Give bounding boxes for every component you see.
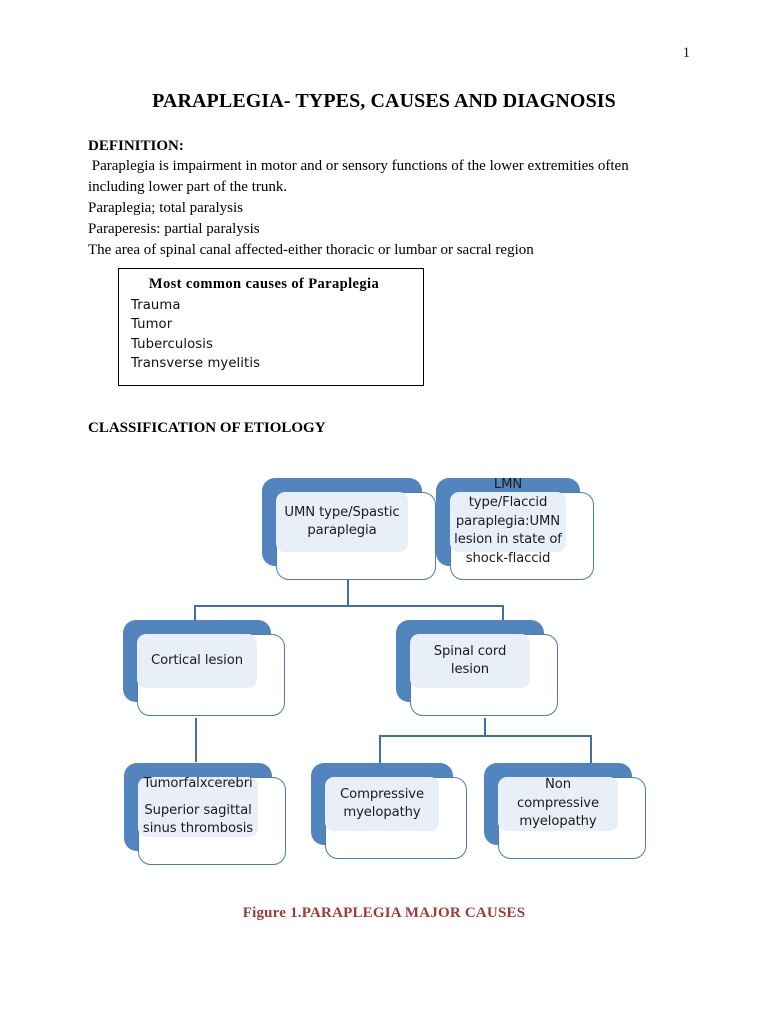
node-spinal-cord-lesion[interactable]: Spinal cord lesion [396,620,558,716]
connector-cortical-to-tumor [195,718,197,762]
definition-line-5: The area of spinal canal affected-either… [88,242,534,258]
paraplegia-flow-diagram: UMN type/Spastic paraplegia LMN type/Fla… [0,460,768,880]
connector-spinal-stem [484,718,486,736]
definition-line-4: Paraperesis: partial paralysis [88,221,260,237]
definition-line-3: Paraplegia; total paralysis [88,200,243,216]
node-label: UMN type/Spastic paraplegia [284,504,400,539]
node-lmn-type[interactable]: LMN type/Flaccid paraplegia:UMN lesion i… [436,477,594,580]
node-inner-panel: Cortical lesion [137,634,257,688]
node-label-secondary: Superior sagittal sinus thrombosis [142,802,254,837]
figure-caption: Figure 1.PARAPLEGIA MAJOR CAUSES [242,905,526,921]
node-inner-panel: Non compressive myelopathy [498,777,618,831]
classification-heading: CLASSIFICATION OF ETIOLOGY [88,420,326,436]
connector-level3-bar [379,735,592,737]
definition-section: DEFINITION: Paraplegia is impairment in … [88,137,678,261]
list-item: Trauma [131,298,181,313]
definition-heading: DEFINITION: [88,138,184,154]
node-label: Spinal cord lesion [433,643,507,678]
list-item: Transverse myelitis [131,356,261,372]
definition-line-2: including lower part of the trunk. [88,179,288,195]
connector-to-compressive [379,735,381,763]
node-label: LMN type/Flaccid paraplegia:UMN lesion i… [454,476,562,566]
list-item: Tuberculosis [131,336,213,352]
list-item: Tumor [131,317,173,333]
node-inner-panel: Compressive myelopathy [325,777,439,831]
connector-to-spinal [502,605,504,623]
node-inner-panel: UMN type/Spastic paraplegia [276,492,408,552]
node-inner-panel: Tumorfalxcerebri Superior sagittal sinus… [138,776,258,837]
page-title: PARAPLEGIA- TYPES, CAUSES AND DIAGNOSIS [152,90,616,112]
node-label: Compressive myelopathy [340,786,424,821]
node-label: Cortical lesion [151,652,243,668]
common-causes-list: Trauma Tumor Tuberculosis Transverse mye… [119,296,423,374]
node-umn-type[interactable]: UMN type/Spastic paraplegia [262,478,436,580]
node-label: Non compressive myelopathy [516,777,599,830]
connector-to-non-compressive [590,735,592,763]
node-label-primary: Tumorfalxcerebri [143,776,253,792]
common-causes-title: Most common causes of Paraplegia [148,276,380,292]
connector-level2-bar [194,605,504,607]
common-causes-box: Most common causes of Paraplegia Trauma … [118,268,424,386]
node-compressive-myelopathy[interactable]: Compressive myelopathy [311,763,467,859]
node-inner-panel: Spinal cord lesion [410,634,530,688]
node-inner-panel: LMN type/Flaccid paraplegia:UMN lesion i… [450,477,566,566]
definition-line-1: Paraplegia is impairment in motor and or… [88,158,629,174]
connector-umn-stem [347,578,349,606]
node-non-compressive-myelopathy[interactable]: Non compressive myelopathy [484,763,646,859]
node-tumor-falx-cerebri[interactable]: Tumorfalxcerebri Superior sagittal sinus… [124,763,286,865]
page-number: 1 [682,45,690,61]
connector-to-cortical [194,605,196,623]
node-cortical-lesion[interactable]: Cortical lesion [123,620,285,716]
